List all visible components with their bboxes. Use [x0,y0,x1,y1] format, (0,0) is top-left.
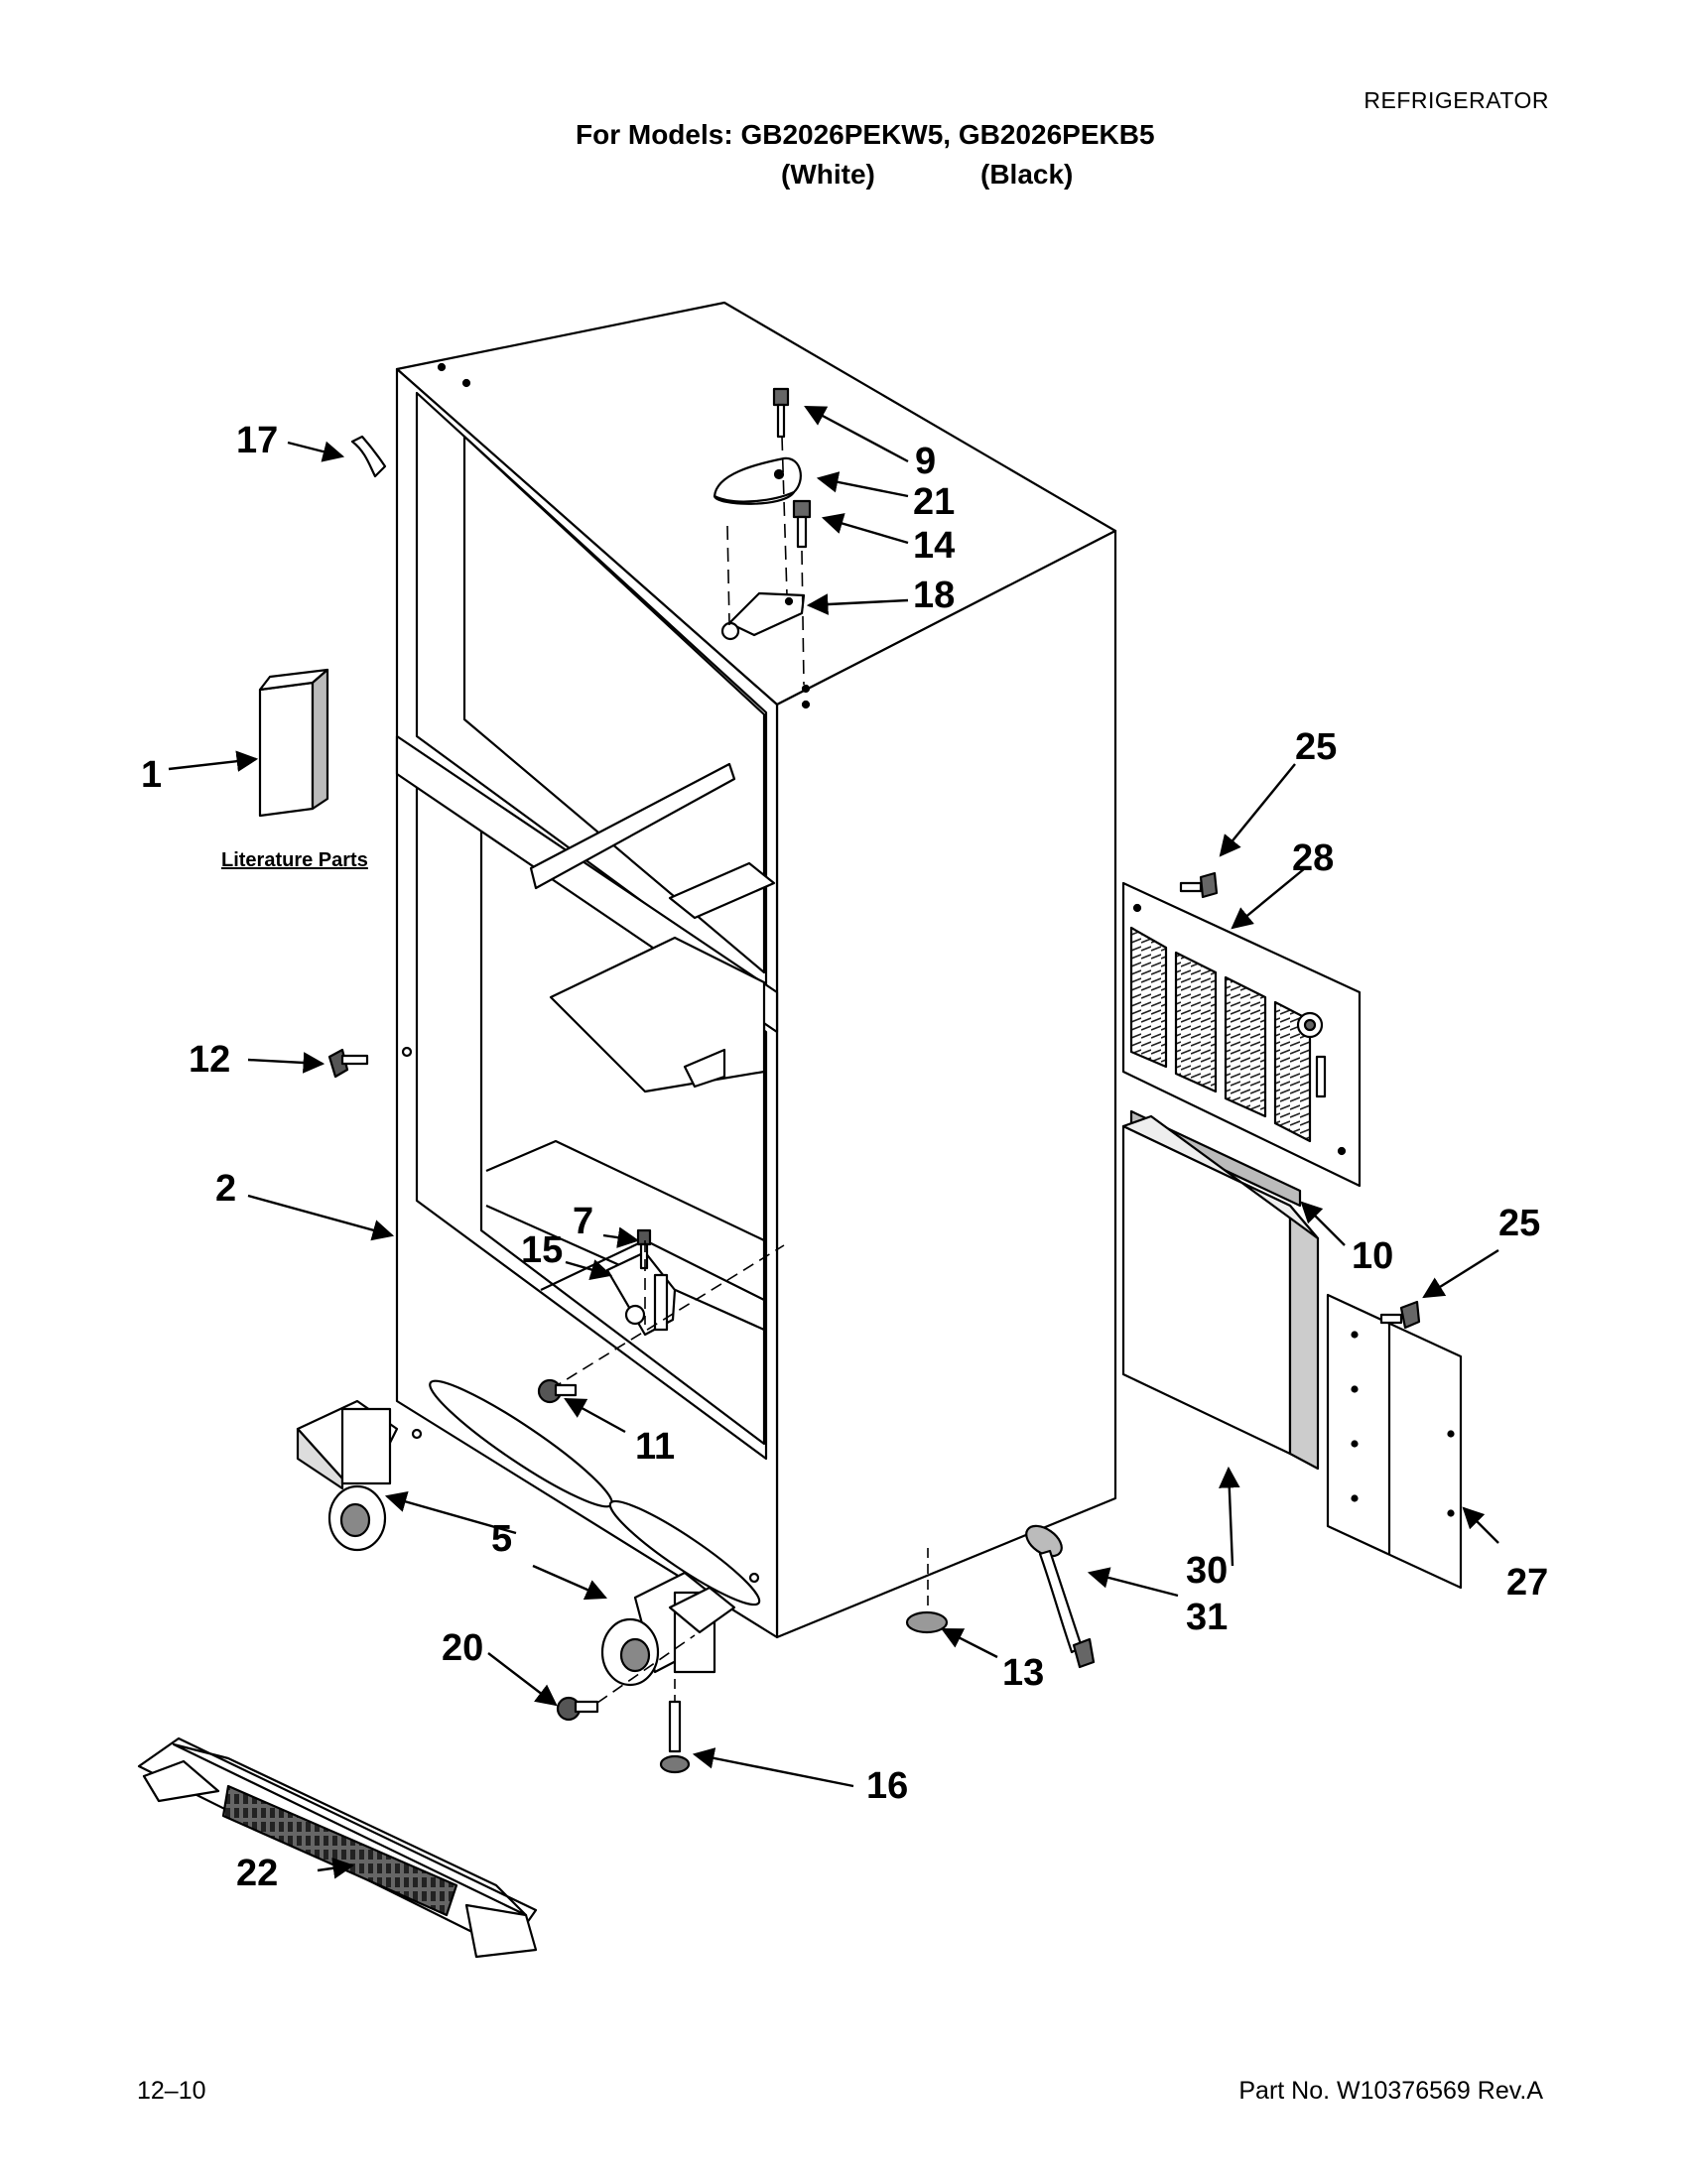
callout-15: 15 [521,1229,563,1271]
literature-book-part [258,668,329,818]
hinge-bolt [792,499,812,549]
callout-11: 11 [635,1426,675,1468]
cover-plate [1326,1293,1463,1590]
front-roller-right [600,1571,736,1687]
callout-30: 30 [1186,1550,1228,1592]
callout-28: 28 [1292,837,1334,879]
base-grille [137,1736,538,1959]
callout-22: 22 [236,1853,278,1894]
callout-9: 9 [915,441,936,482]
callout-10: 10 [1352,1235,1393,1277]
page-number: 12–10 [137,2077,206,2105]
callout-16: 16 [866,1765,908,1807]
callout-25-lower: 25 [1498,1203,1540,1244]
leveling-leg [659,1700,691,1774]
callout-13: 13 [1002,1652,1044,1694]
models-title: For Models: GB2026PEKW5, GB2026PEKB5 [576,119,1155,150]
callout-20: 20 [442,1627,483,1669]
panel-screw-upper [1179,871,1219,899]
roller-screw [556,1696,599,1722]
callout-18: 18 [913,575,955,616]
hinge-mount-screw [537,1378,578,1404]
callout-5: 5 [491,1518,512,1560]
rear-access-panel [1121,881,1362,1188]
callout-7: 7 [573,1201,593,1242]
front-roller-left [296,1399,399,1552]
callout-25-upper: 25 [1295,726,1337,768]
color-white-label: (White) [781,159,875,190]
part-number: Part No. W10376569 Rev.A [1238,2077,1543,2105]
callout-17: 17 [236,420,278,461]
insulation-block [1121,1114,1320,1471]
callout-27: 27 [1506,1562,1548,1604]
center-hinge-bracket [605,1250,677,1337]
callout-31: 31 [1186,1597,1228,1638]
callout-1: 1 [141,754,162,796]
drain-tube [1025,1524,1096,1669]
tape-strip-part [350,435,387,478]
callout-14: 14 [913,525,955,567]
side-screw [327,1048,369,1079]
callout-21: 21 [913,481,955,523]
callout-2: 2 [215,1168,236,1210]
category-label: REFRIGERATOR [1363,87,1549,113]
panel-screw-lower [1379,1300,1421,1330]
refrigerator-cabinet [395,301,1117,1639]
center-hinge-pin [636,1228,652,1270]
foot-pad [905,1610,949,1634]
callout-12: 12 [189,1039,230,1081]
top-hinge-cover [713,456,802,505]
literature-parts-label: Literature Parts [221,849,368,871]
color-black-label: (Black) [980,159,1074,190]
hinge-screw [772,387,790,439]
